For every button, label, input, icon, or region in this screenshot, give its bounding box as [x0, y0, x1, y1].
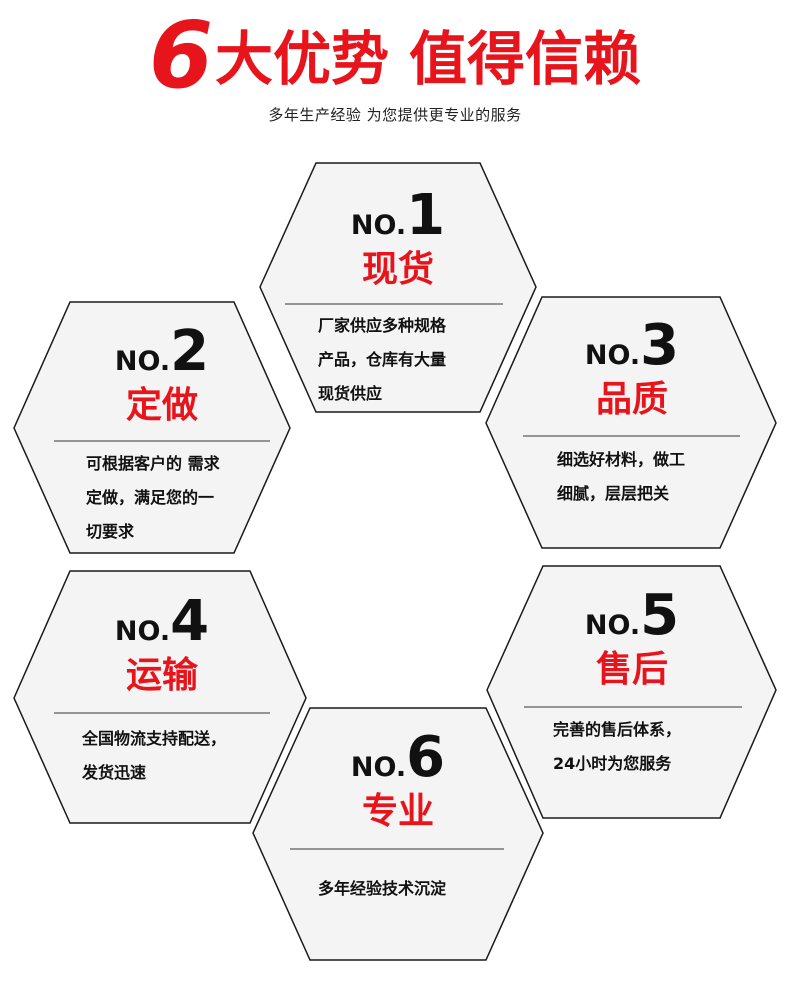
advantage-3-line-2: 细腻，层层把关: [557, 484, 670, 503]
advantage-5-header: NO. 5 售后: [532, 586, 732, 692]
advantage-4-no-prefix: NO.: [114, 616, 171, 647]
advantage-4-description: 全国物流支持配送， 发货迅速: [82, 722, 226, 790]
advantage-2-title: 定做: [125, 385, 198, 426]
advantage-5-no-digit: 5: [640, 583, 680, 648]
advantage-3-description: 细选好材料，做工 细腻，层层把关: [557, 443, 685, 511]
advantage-4-title: 运输: [125, 655, 198, 696]
advantage-1-number: NO. 1: [298, 186, 498, 246]
advantage-4-no-digit: 4: [170, 589, 210, 654]
advantage-2-no-prefix: NO.: [114, 346, 171, 377]
advantage-6-description: 多年经验技术沉淀: [318, 872, 446, 906]
advantage-1-line-1: 厂家供应多种规格: [318, 316, 447, 335]
advantage-2-line-3: 切要求: [86, 522, 135, 541]
advantage-4-line-1: 全国物流支持配送，: [82, 729, 227, 748]
advantage-1-line-2: 产品，仓库有大量: [318, 350, 447, 369]
advantage-1-line-3: 现货供应: [318, 384, 383, 403]
advantage-2-line-1: 可根据客户的 需求: [86, 454, 220, 473]
title-part-2: 值得信赖: [409, 25, 642, 93]
hexagon-2: [13, 301, 291, 554]
advantage-5-line-2: 24小时为您服务: [553, 754, 672, 773]
main-title: 6 大优势 值得信赖: [0, 6, 790, 102]
advantage-1-description: 厂家供应多种规格 产品，仓库有大量 现货供应: [318, 309, 446, 411]
hexagon-5: [486, 565, 777, 819]
advantage-1-title: 现货: [361, 249, 434, 290]
advantage-2-line-2: 定做，满足您的一: [86, 488, 215, 507]
advantage-4-header: NO. 4 运输: [62, 592, 262, 698]
title-number: 6: [148, 2, 213, 109]
advantage-2-description: 可根据客户的 需求 定做，满足您的一 切要求: [86, 447, 220, 549]
advantage-5-line-1: 完善的售后体系，: [553, 720, 682, 739]
hexagon-4: [13, 570, 307, 824]
advantage-3-number: NO. 3: [532, 316, 732, 376]
advantage-2-header: NO. 2 定做: [62, 322, 262, 428]
advantage-6-header: NO. 6 专业: [298, 728, 498, 834]
advantage-6-no-prefix: NO.: [350, 752, 407, 783]
advantage-1-no-prefix: NO.: [350, 210, 407, 241]
advantage-3-title: 品质: [595, 379, 668, 420]
advantage-1-no-digit: 1: [406, 183, 446, 248]
advantage-5-title: 售后: [595, 649, 668, 690]
title-part-1: 大优势: [214, 25, 389, 93]
advantage-5-number: NO. 5: [532, 586, 732, 646]
advantage-3-no-digit: 3: [640, 313, 680, 378]
hexagon-6: [252, 707, 544, 961]
advantage-6-title: 专业: [361, 791, 434, 832]
advantage-6-no-digit: 6: [406, 725, 446, 790]
advantage-4-line-2: 发货迅速: [82, 763, 147, 782]
advantage-3-header: NO. 3 品质: [532, 316, 732, 422]
advantage-5-description: 完善的售后体系， 24小时为您服务: [553, 713, 681, 781]
hexagon-1: [259, 162, 537, 413]
advantage-2-number: NO. 2: [62, 322, 262, 382]
advantage-2-no-digit: 2: [170, 319, 210, 384]
advantage-4-number: NO. 4: [62, 592, 262, 652]
hexagon-3: [485, 296, 777, 549]
advantage-3-line-1: 细选好材料，做工: [557, 450, 686, 469]
advantage-6-number: NO. 6: [298, 728, 498, 788]
subtitle: 多年生产经验 为您提供更专业的服务: [268, 106, 522, 124]
advantage-3-no-prefix: NO.: [584, 340, 641, 371]
advantage-5-no-prefix: NO.: [584, 610, 641, 641]
advantage-1-header: NO. 1 现货: [298, 186, 498, 292]
advantage-6-line-1: 多年经验技术沉淀: [318, 879, 447, 898]
